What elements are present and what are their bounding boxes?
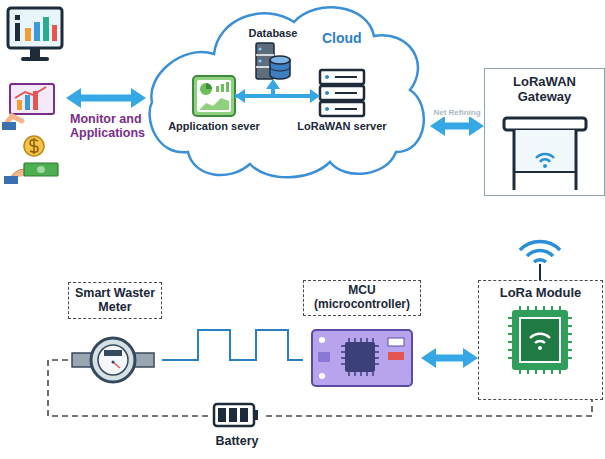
application-server-icon xyxy=(193,76,235,116)
node-label: Application sever xyxy=(168,120,260,133)
connector-line xyxy=(443,123,471,130)
database-icon-node: Database xyxy=(256,43,290,79)
lora-chip-icon xyxy=(508,306,572,374)
connector xyxy=(162,330,303,360)
wifi-antenna-symbol xyxy=(520,242,560,280)
connector xyxy=(235,79,280,96)
arrowhead xyxy=(131,88,146,108)
connector xyxy=(266,400,592,416)
connector-line xyxy=(79,95,133,102)
arrowhead xyxy=(266,79,280,89)
node-label: Smart Waster Meter xyxy=(68,282,162,319)
money-icon xyxy=(4,136,58,184)
arrowhead xyxy=(430,116,445,136)
monitor-icon xyxy=(8,8,62,61)
water-meter-icon xyxy=(72,338,154,382)
node-label: MCU (microcontroller) xyxy=(303,280,421,316)
connector xyxy=(421,348,478,368)
connector-line xyxy=(434,355,465,362)
cloud-shape xyxy=(150,7,424,177)
arrowhead xyxy=(421,348,436,368)
node-label: Database xyxy=(249,27,298,40)
connector xyxy=(66,88,146,108)
node-label: Battery xyxy=(215,434,258,448)
arrowhead xyxy=(310,89,320,103)
edge-label: Net Refining xyxy=(432,108,481,117)
connector-line xyxy=(162,330,303,360)
arrowhead xyxy=(463,348,478,368)
database-icon xyxy=(256,43,290,79)
monitor-apps-group: Monitor and Applications xyxy=(4,6,66,188)
lorawan-server-icon xyxy=(320,70,364,116)
lora-module-box: LoRa Module xyxy=(478,280,603,400)
lorawan-server-node: LoRaWAN server xyxy=(320,70,364,116)
connector xyxy=(48,360,208,416)
battery-node: Battery xyxy=(208,402,266,454)
presentation-icon xyxy=(2,84,54,130)
gateway-box: LoRaWAN Gateway xyxy=(484,68,605,196)
connector xyxy=(430,116,484,136)
mcu-board-icon xyxy=(312,330,412,386)
arrowhead xyxy=(66,88,81,108)
node-label: LoRaWAN server xyxy=(297,120,386,133)
node-label: LoRa Module xyxy=(483,286,598,301)
node-label: Monitor and Applications xyxy=(70,112,152,141)
node-label: Cloud xyxy=(322,30,362,46)
cloud-region: CloudDatabaseApplication severLoRaWAN se… xyxy=(146,0,430,182)
gateway-device-icon xyxy=(504,118,586,190)
mcu-node: MCU (microcontroller) xyxy=(303,280,421,392)
battery-icon xyxy=(214,404,258,426)
application-server-node: Application sever xyxy=(193,76,235,116)
meter-node: Smart Waster Meter xyxy=(68,282,162,392)
connector-line xyxy=(48,360,208,416)
arrowhead xyxy=(469,116,484,136)
node-label: LoRaWAN Gateway xyxy=(495,75,595,105)
connector-line xyxy=(266,400,592,416)
